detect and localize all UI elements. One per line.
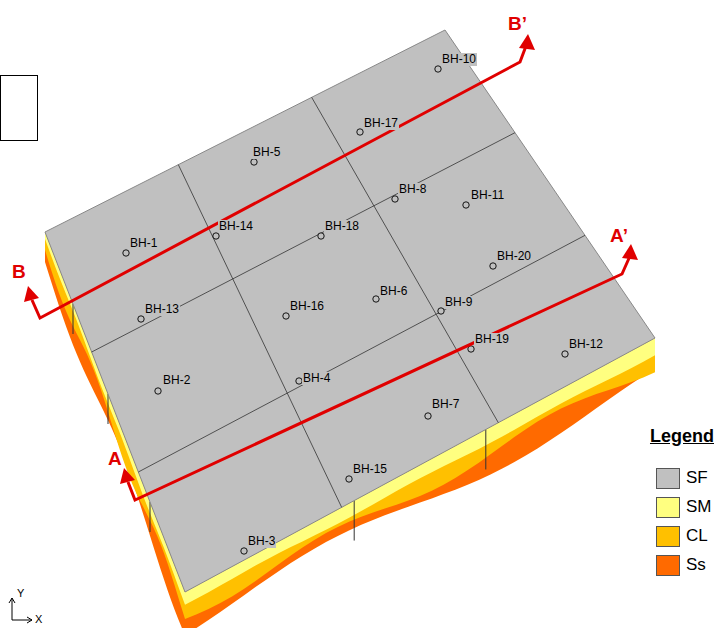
borehole-label: BH-20 — [496, 250, 532, 263]
borehole-marker — [213, 233, 219, 239]
borehole-marker — [241, 548, 247, 554]
legend-text: SF — [686, 468, 708, 488]
borehole-label: BH-11 — [470, 189, 505, 202]
borehole-label: BH-3 — [247, 535, 276, 548]
section-lines — [32, 46, 630, 500]
section-arrowheads — [24, 34, 638, 484]
legend-swatch — [656, 468, 680, 489]
borehole-label: BH-1 — [129, 237, 158, 250]
borehole-marker — [155, 388, 161, 394]
legend-text: Ss — [686, 555, 706, 575]
borehole-marker — [435, 66, 441, 72]
legend-swatch — [656, 497, 680, 518]
borehole-marker — [318, 233, 324, 239]
section-label: A — [108, 449, 122, 469]
borehole-label: BH-16 — [289, 300, 325, 313]
borehole-label: BH-15 — [352, 463, 388, 476]
borehole-label: BH-2 — [162, 374, 191, 387]
section-label: B’ — [508, 14, 527, 34]
borehole-marker — [392, 196, 398, 202]
legend-text: CL — [686, 526, 708, 546]
borehole-label: BH-13 — [144, 303, 180, 316]
section-label: B — [12, 262, 26, 282]
top-surface — [45, 30, 655, 592]
legend-heading: Legend — [650, 426, 714, 446]
legend-swatch — [656, 526, 680, 547]
borehole-marker — [346, 476, 352, 482]
legend-swatch — [656, 555, 680, 576]
borehole-marker — [251, 159, 257, 165]
section-label: A’ — [610, 226, 628, 246]
borehole-label: BH-12 — [568, 338, 604, 351]
borehole-label: BH-4 — [302, 372, 331, 385]
borehole-label: BH-8 — [398, 183, 427, 196]
borehole-label: BH-14 — [218, 220, 254, 233]
borehole-label: BH-5 — [252, 146, 281, 159]
axis-label: Y — [17, 588, 24, 599]
borehole-marker — [490, 263, 496, 269]
borehole-label: BH-6 — [379, 285, 408, 298]
borehole-marker — [562, 351, 568, 357]
borehole-markers — [123, 66, 568, 554]
borehole-label: BH-9 — [444, 296, 473, 309]
borehole-label: BH-18 — [324, 220, 360, 233]
borehole-label: BH-7 — [431, 398, 460, 411]
borehole-marker — [283, 313, 289, 319]
borehole-marker — [123, 250, 129, 256]
borehole-label: BH-17 — [363, 117, 399, 130]
borehole-marker — [425, 413, 431, 419]
borehole-label: BH-19 — [474, 333, 510, 346]
borehole-marker — [138, 316, 144, 322]
axis-label: X — [35, 614, 42, 625]
borehole-marker — [463, 202, 469, 208]
axis-icon — [9, 598, 32, 623]
empty-box — [1, 76, 38, 141]
legend-text: SM — [686, 497, 712, 517]
borehole-label: BH-10 — [441, 53, 477, 66]
